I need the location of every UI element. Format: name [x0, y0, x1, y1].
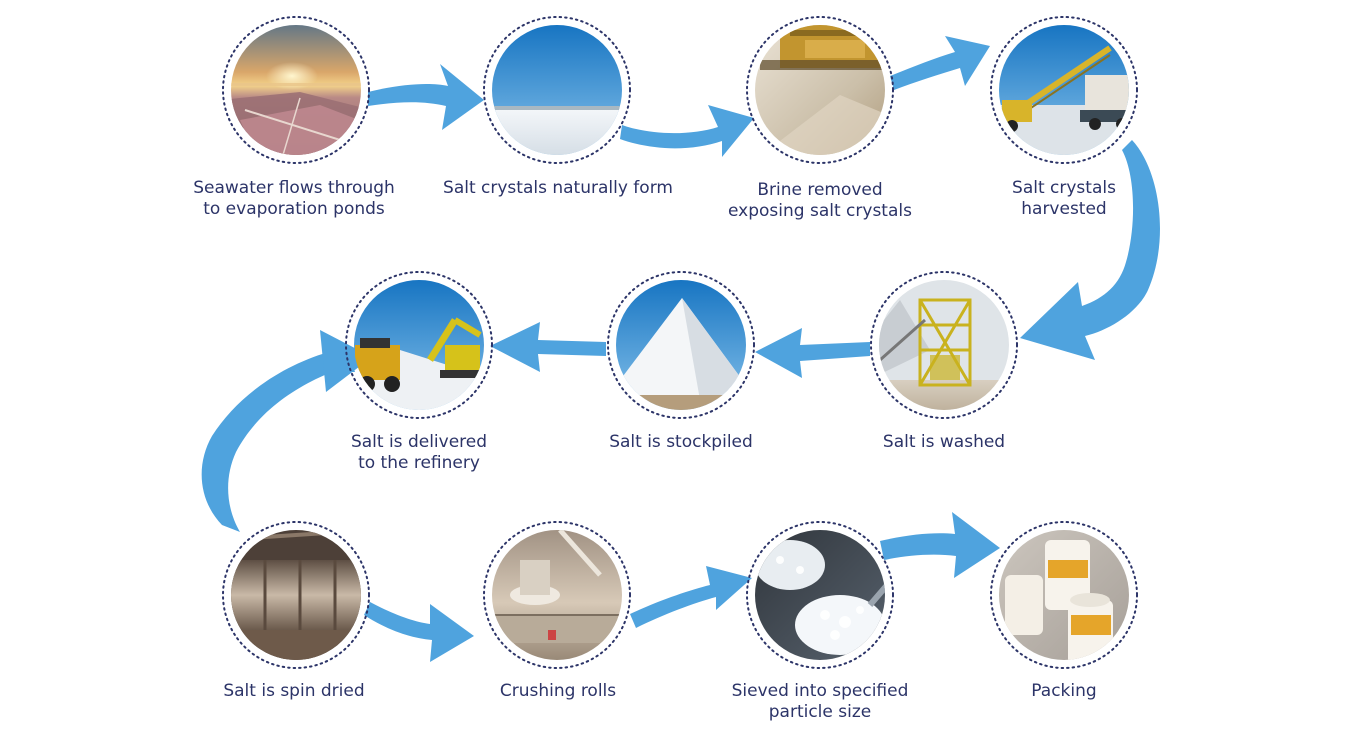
step-label-line: Seawater flows through	[193, 178, 395, 198]
ring-spin-dried	[222, 521, 370, 669]
arrow-6-to-7	[490, 322, 606, 372]
dotted-rings	[222, 16, 1138, 669]
step-photo-seawater	[231, 25, 361, 155]
step-label-line: Salt crystals	[1012, 178, 1116, 198]
ring-crystals	[483, 16, 631, 164]
step-label-stockpiled: Salt is stockpiled	[561, 432, 801, 453]
step-photo-crystals	[492, 25, 622, 155]
step-label-line: Packing	[1031, 681, 1097, 701]
step-photo-stockpiled	[616, 280, 746, 410]
step-label-line: exposing salt crystals	[728, 201, 912, 221]
step-label-sieved: Sieved into specified particle size	[700, 681, 940, 723]
step-label-packing: Packing	[944, 681, 1184, 702]
step-photo-washed	[879, 280, 1009, 410]
step-photo-packing	[999, 530, 1129, 660]
ring-brine	[746, 16, 894, 164]
ring-packing	[990, 521, 1138, 669]
step-label-seawater: Seawater flows through to evaporation po…	[174, 178, 414, 220]
ring-seawater	[222, 16, 370, 164]
step-label-line: Salt is washed	[882, 432, 1006, 452]
step-label-delivered: Salt is delivered to the refinery	[299, 432, 539, 474]
step-label-line: particle size	[768, 702, 872, 722]
arrow-10-to-11	[880, 512, 1000, 578]
step-label-line: Brine removed	[757, 180, 883, 200]
ring-delivered	[345, 271, 493, 419]
arrow-9-to-10	[630, 566, 752, 628]
ring-crushing	[483, 521, 631, 669]
step-label-line: to evaporation ponds	[203, 199, 385, 219]
step-label-line: harvested	[1021, 199, 1107, 219]
arrow-5-to-6	[755, 328, 870, 378]
arrow-4-to-5	[1020, 140, 1160, 360]
step-photo-crushing	[492, 530, 622, 660]
step-label-line: Salt is delivered	[350, 432, 488, 452]
step-photo-harvested	[999, 25, 1129, 155]
step-photo-sieved	[755, 530, 885, 660]
ring-washed	[870, 271, 1018, 419]
step-label-brine: Brine removed exposing salt crystals	[700, 180, 940, 222]
ring-sieved	[746, 521, 894, 669]
arrow-3-to-4	[890, 36, 990, 90]
step-label-line: Sieved into specified	[731, 681, 909, 701]
step-label-line: Salt crystals naturally form	[443, 178, 673, 198]
arrow-2-to-3	[620, 105, 754, 157]
step-photo-delivered	[354, 280, 484, 410]
step-label-line: Salt is stockpiled	[609, 432, 753, 452]
step-label-harvested: Salt crystals harvested	[944, 178, 1184, 220]
step-label-line: to the refinery	[358, 453, 480, 473]
step-label-washed: Salt is washed	[824, 432, 1064, 453]
arrow-1-to-2	[368, 64, 484, 130]
step-label-spin-dried: Salt is spin dried	[174, 681, 414, 702]
step-label-crystals: Salt crystals naturally form	[438, 178, 678, 199]
ring-harvested	[990, 16, 1138, 164]
step-label-crushing: Crushing rolls	[438, 681, 678, 702]
step-photo-spin-dried	[231, 530, 361, 660]
ring-stockpiled	[607, 271, 755, 419]
arrows	[201, 36, 1160, 662]
step-label-line: Salt is spin dried	[223, 681, 365, 701]
arrow-7-to-8-head	[320, 330, 372, 392]
arrow-8-to-9	[364, 602, 474, 662]
step-label-line: Crushing rolls	[499, 681, 617, 701]
